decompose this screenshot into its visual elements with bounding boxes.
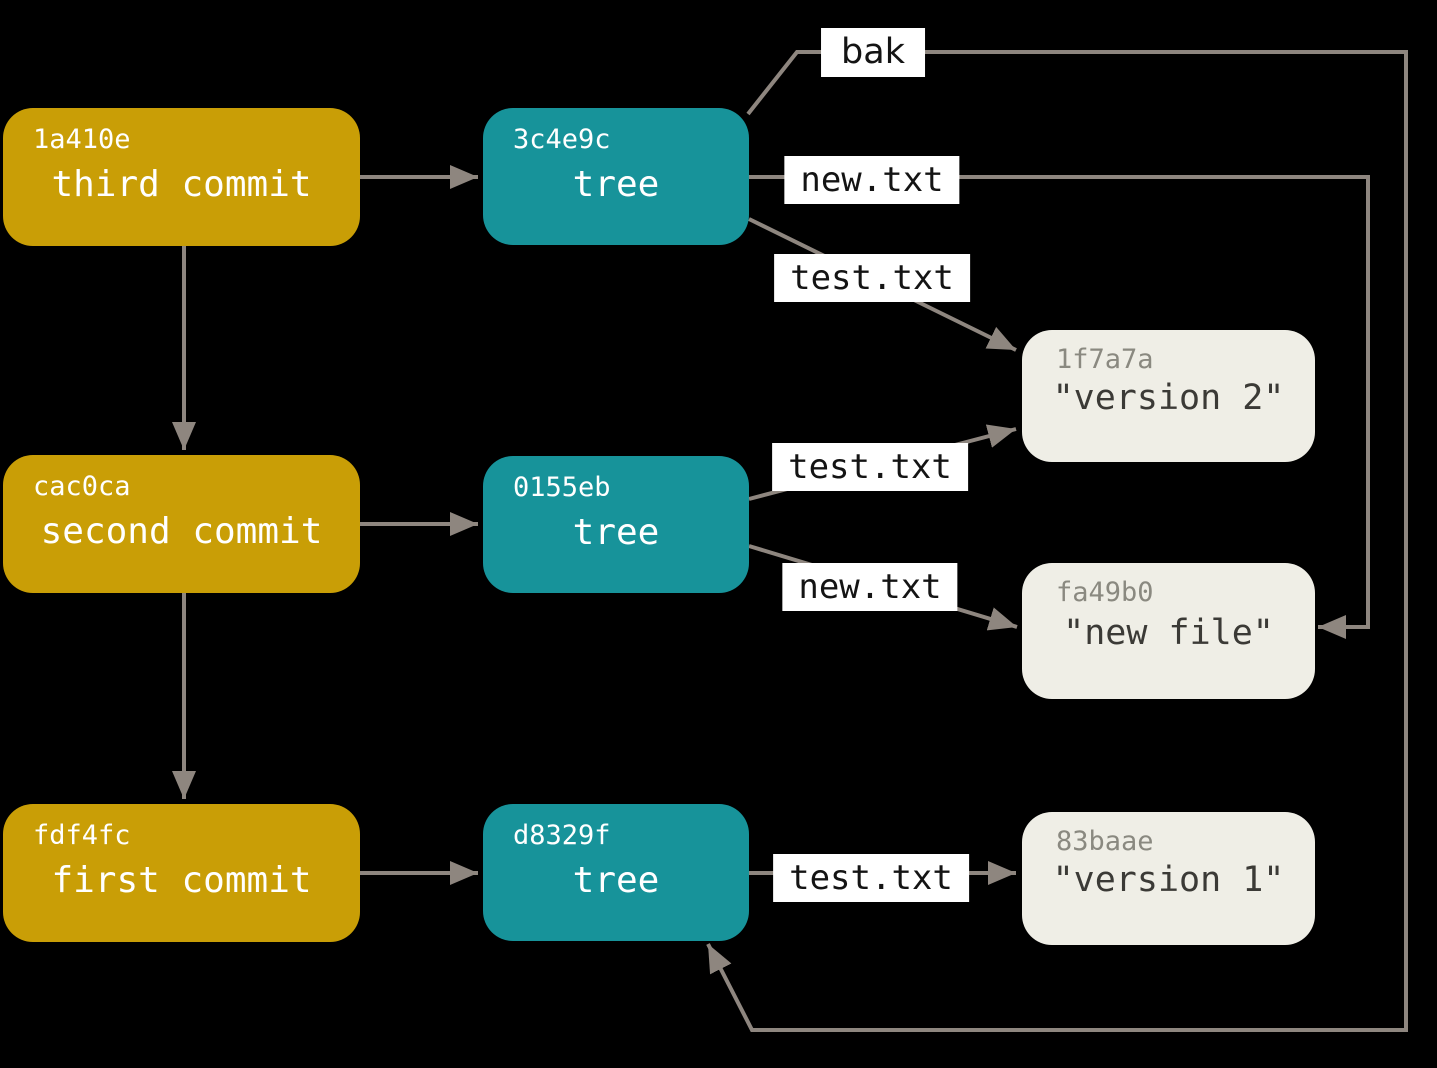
edge-label-bak: bak	[821, 28, 925, 77]
edge-bak-to-first-tree	[706, 50, 1408, 1032]
blob-node-newfile: fa49b0 "new file"	[1022, 563, 1315, 699]
commit-title: second commit	[40, 511, 323, 552]
blob-hash: 1f7a7a	[1056, 344, 1154, 375]
commit-hash: cac0ca	[33, 471, 131, 502]
commit-node-first: fdf4fc first commit	[3, 804, 360, 942]
tree-hash: 0155eb	[513, 472, 611, 503]
commit-hash: 1a410e	[33, 124, 131, 155]
commit-hash: fdf4fc	[33, 820, 131, 851]
blob-node-version1: 83baae "version 1"	[1022, 812, 1315, 945]
tree-node-0155eb: 0155eb tree	[483, 456, 749, 593]
blob-title: "new file"	[1063, 612, 1274, 653]
commit-node-third: 1a410e third commit	[3, 108, 360, 246]
blob-hash: fa49b0	[1056, 577, 1154, 608]
commit-title: first commit	[51, 860, 312, 901]
commit-title: third commit	[51, 164, 312, 205]
edge-label-testtxt-middle: test.txt	[772, 443, 968, 491]
blob-title: "version 1"	[1052, 860, 1285, 900]
blob-hash: 83baae	[1056, 826, 1154, 857]
blob-node-version2: 1f7a7a "version 2"	[1022, 330, 1315, 462]
edge-label-testtxt-bottom: test.txt	[773, 854, 969, 902]
edge-label-newtxt-top: new.txt	[784, 156, 960, 204]
edge-label-newtxt-middle: new.txt	[782, 563, 958, 611]
tree-node-3c4e9c: 3c4e9c tree	[483, 108, 749, 245]
tree-title: tree	[572, 859, 660, 901]
commit-node-second: cac0ca second commit	[3, 455, 360, 593]
tree-hash: 3c4e9c	[513, 124, 611, 155]
tree-node-d8329f: d8329f tree	[483, 804, 749, 941]
edge-tree1-newtxt-to-newfile-blob	[749, 175, 1370, 639]
tree-title: tree	[572, 511, 660, 553]
edge-label-testtxt-top: test.txt	[774, 254, 970, 302]
tree-hash: d8329f	[513, 820, 611, 851]
tree-title: tree	[572, 163, 660, 205]
blob-title: "version 2"	[1052, 377, 1285, 418]
